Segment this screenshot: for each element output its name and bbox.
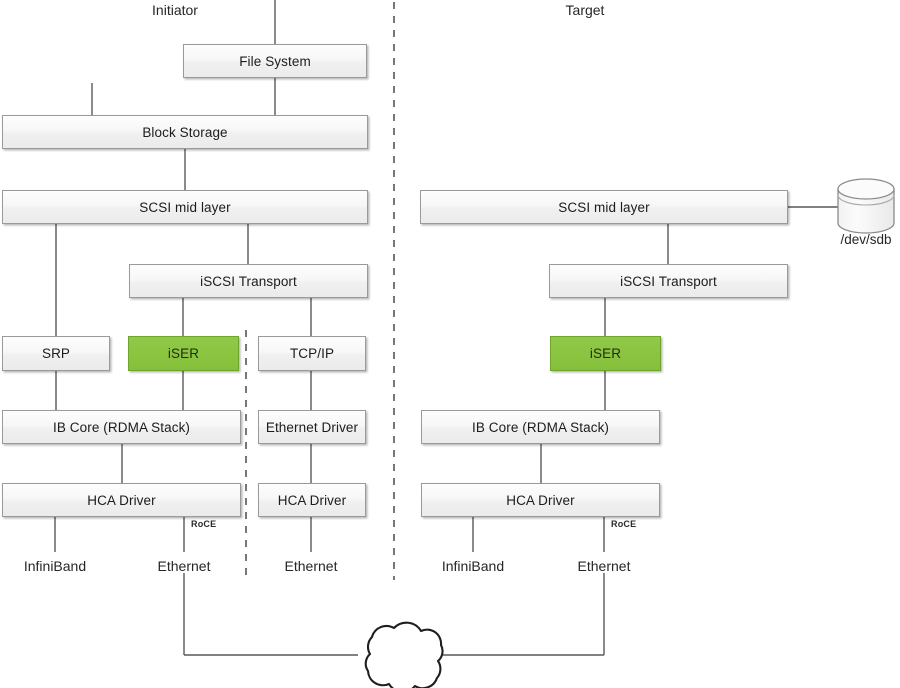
node-ethernet-driver[interactable]: Ethernet Driver [258, 410, 366, 444]
node-iscsi-transport[interactable]: iSCSI Transport [129, 264, 368, 298]
node-tcp-ip[interactable]: TCP/IP [258, 336, 366, 371]
node-block-storage[interactable]: Block Storage [2, 115, 368, 149]
node-ib-core-target[interactable]: IB Core (RDMA Stack) [421, 410, 660, 444]
storage-device-label: /dev/sdb [840, 232, 892, 247]
wire-label-infiniband-initiator: InfiniBand [23, 558, 87, 574]
node-ib-core-initiator[interactable]: IB Core (RDMA Stack) [2, 410, 241, 444]
node-iscsi-transport-target[interactable]: iSCSI Transport [549, 264, 788, 298]
node-hca-driver-target[interactable]: HCA Driver [421, 483, 660, 517]
wire-label-infiniband-target: InfiniBand [441, 558, 505, 574]
wire-label-ethernet-initiator-roce: Ethernet [157, 558, 211, 574]
node-srp[interactable]: SRP [2, 336, 110, 371]
node-file-system[interactable]: File System [183, 44, 367, 78]
roce-tag-target: RoCE [611, 519, 637, 529]
wire-label-ethernet-initiator-tcp: Ethernet [284, 558, 338, 574]
node-iser-target[interactable]: iSER [550, 336, 661, 371]
column-heading-target: Target [565, 2, 605, 18]
column-heading-initiator: Initiator [152, 2, 198, 18]
node-scsi-mid-layer[interactable]: SCSI mid layer [2, 190, 368, 224]
node-hca-driver-initiator-tcp[interactable]: HCA Driver [258, 483, 366, 517]
node-scsi-mid-layer-target[interactable]: SCSI mid layer [420, 190, 788, 224]
node-hca-driver-initiator-rdma[interactable]: HCA Driver [2, 483, 241, 517]
roce-tag-initiator: RoCE [191, 519, 217, 529]
network-cloud-icon [364, 621, 444, 688]
node-iser-initiator[interactable]: iSER [128, 336, 239, 371]
wire-label-ethernet-target: Ethernet [577, 558, 631, 574]
disk-cylinder-icon [837, 178, 895, 234]
